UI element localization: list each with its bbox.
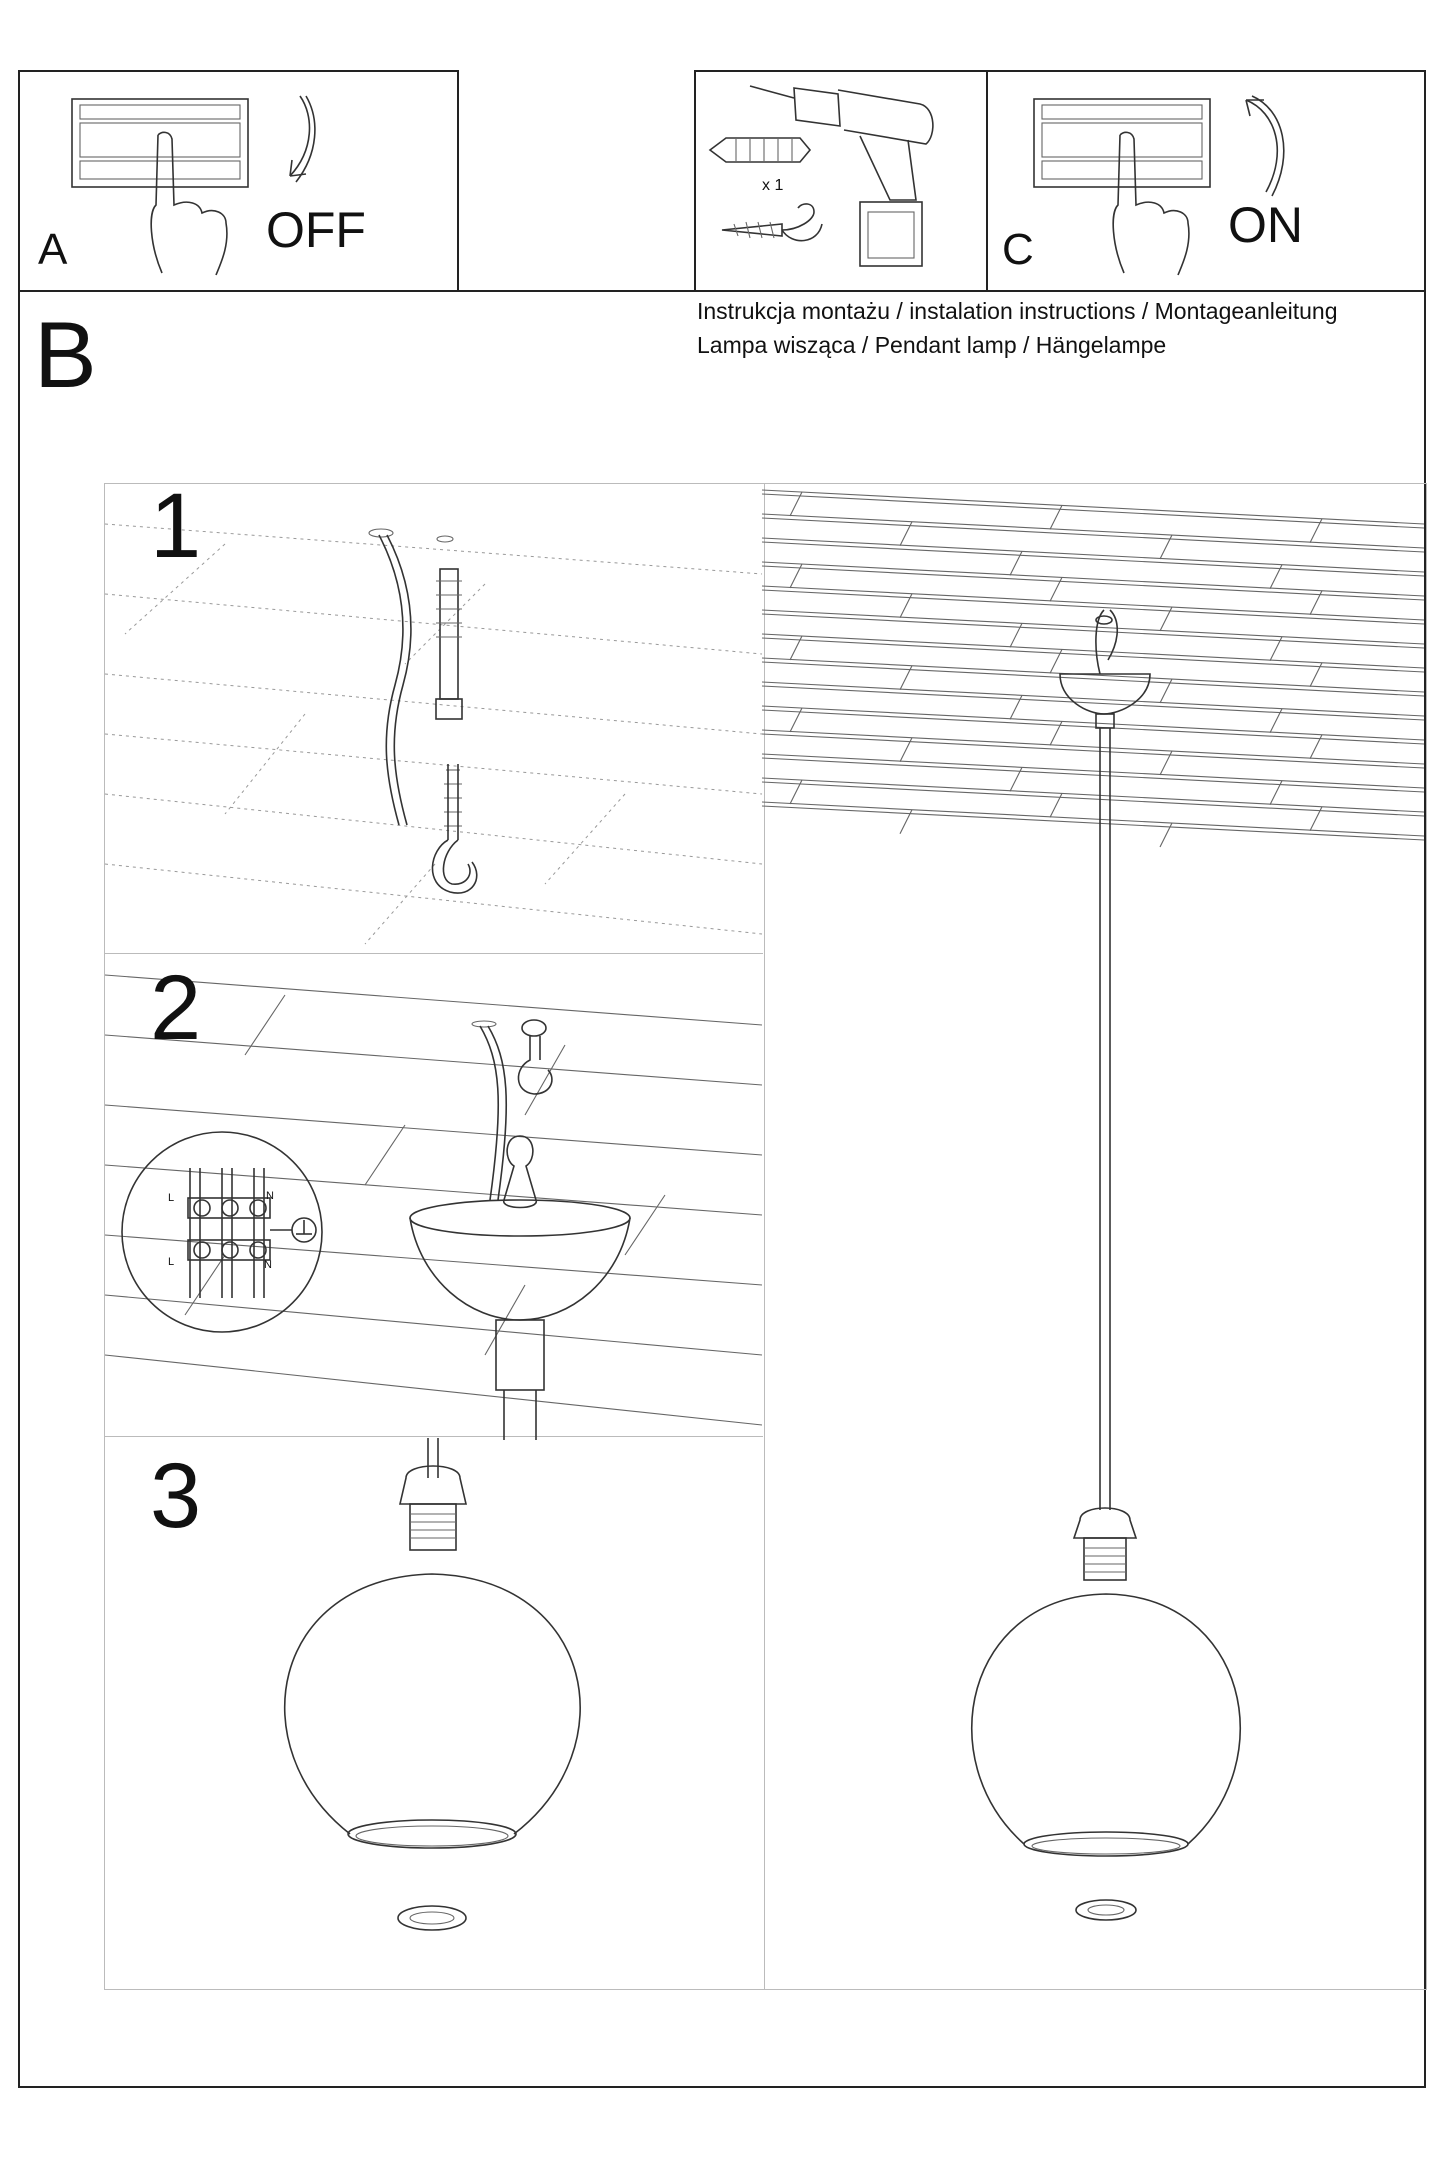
wiring-label-n-bottom: N bbox=[264, 1259, 272, 1271]
glass-globe-assembly-icon bbox=[283, 1438, 581, 1931]
breaker-panel-on-icon bbox=[1033, 98, 1211, 276]
cable-icon bbox=[368, 528, 454, 826]
breaker-panel-icon bbox=[71, 98, 249, 276]
wiring-label-l-top: L bbox=[168, 1192, 175, 1204]
turn-arrow-icon bbox=[289, 95, 316, 183]
canopy-icon bbox=[409, 1135, 631, 1440]
panel-1-ceiling bbox=[104, 523, 763, 945]
panel-3-number: 3 bbox=[150, 1445, 202, 1547]
turn-arrow-up-icon bbox=[1245, 95, 1285, 197]
step-c-letter: C bbox=[1002, 225, 1034, 274]
dowel-icon bbox=[435, 568, 463, 720]
wiring-diagram-icon bbox=[121, 1131, 323, 1333]
panel-1-number: 1 bbox=[150, 475, 202, 577]
drill-icon bbox=[749, 85, 934, 267]
panel-grid bbox=[104, 483, 1427, 1990]
header-instructions: Instrukcja montażu / instalation instruc… bbox=[697, 298, 1338, 324]
step-b-letter: B bbox=[34, 302, 97, 407]
anchor-count-label: x 1 bbox=[762, 177, 784, 194]
step-b-frame bbox=[18, 290, 1426, 2088]
wiring-label-n-top: N bbox=[266, 1190, 274, 1202]
step-c-action-label: ON bbox=[1228, 197, 1303, 253]
right-ceiling-boards bbox=[761, 489, 1425, 848]
pendant-lamp-full-icon bbox=[970, 609, 1242, 1921]
header-product: Lampa wisząca / Pendant lamp / Hängelamp… bbox=[697, 332, 1167, 358]
hook-installed-icon bbox=[517, 1019, 553, 1095]
wall-plug-icon bbox=[708, 137, 812, 163]
ceiling-hook-icon bbox=[431, 764, 478, 894]
wiring-label-l-bottom: L bbox=[168, 1256, 175, 1268]
panel-2-ceiling bbox=[104, 974, 763, 1426]
step-a-letter: A bbox=[38, 225, 68, 274]
hook-screw-icon bbox=[721, 203, 823, 242]
panel-2-number: 2 bbox=[150, 957, 202, 1059]
step-a-action-label: OFF bbox=[266, 202, 366, 258]
suspension-cable-icon bbox=[471, 1020, 508, 1201]
